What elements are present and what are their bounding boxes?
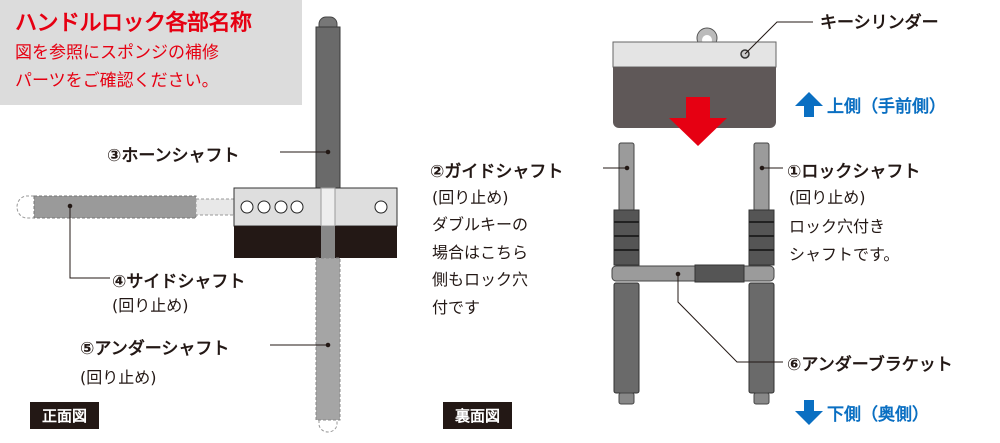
subtitle-line-1: 図を参照にスポンジの補修 [15, 43, 219, 63]
under-shaft-illustration [315, 226, 341, 433]
lock-shaft-illustration [748, 142, 775, 405]
label-under-bracket: ⑥アンダーブラケット [787, 355, 953, 375]
lock-shaft-note-1: (回り止め) [789, 188, 866, 207]
back-leader-lines [603, 21, 813, 363]
label-under-shaft: ⑤アンダーシャフト [80, 339, 230, 359]
label-guide-shaft: ②ガイドシャフト [430, 162, 564, 182]
label-side-shaft: ④サイドシャフト [112, 272, 246, 292]
lock-shaft-note-3: シャフトです。 [789, 245, 900, 264]
front-leader-lines [67, 149, 331, 348]
guide-shaft-illustration [613, 142, 640, 405]
guide-shaft-note-3: 場合はこちら [432, 243, 529, 262]
front-view-tag: 正面図 [30, 402, 100, 429]
label-lower-side: 下側（奥側） [827, 405, 929, 425]
key-cylinder-illustration [612, 27, 777, 128]
lock-shaft-note-2: ロック穴付き [789, 217, 886, 236]
diagram-title: ハンドルロック各部名称 [15, 11, 252, 36]
down-arrow-icon [795, 400, 823, 425]
label-upper-side: 上側（手前側） [827, 97, 946, 117]
subtitle-line-2: パーツをご確認ください。 [15, 71, 219, 91]
under-bracket-illustration [611, 264, 775, 283]
label-lock-shaft: ①ロックシャフト [787, 162, 921, 182]
front-body-illustration [233, 187, 398, 258]
under-shaft-note: (回り止め) [80, 368, 157, 387]
label-key-cylinder: キーシリンダー [820, 13, 939, 33]
back-view-tag: 裏面図 [443, 402, 513, 429]
side-shaft-illustration [16, 195, 235, 219]
label-horn-shaft: ③ホーンシャフト [107, 146, 240, 166]
intro-box [0, 0, 302, 105]
guide-shaft-note-1: (回り止め) [432, 188, 509, 207]
side-shaft-note: (回り止め) [112, 296, 189, 315]
guide-shaft-note-5: 付です [432, 298, 481, 317]
guide-shaft-note-2: ダブルキーの [432, 215, 529, 234]
insert-direction-arrow-icon [669, 97, 727, 146]
guide-shaft-note-4: 側もロック穴 [432, 270, 529, 289]
up-arrow-icon [795, 92, 823, 117]
horn-shaft-illustration [315, 16, 341, 190]
